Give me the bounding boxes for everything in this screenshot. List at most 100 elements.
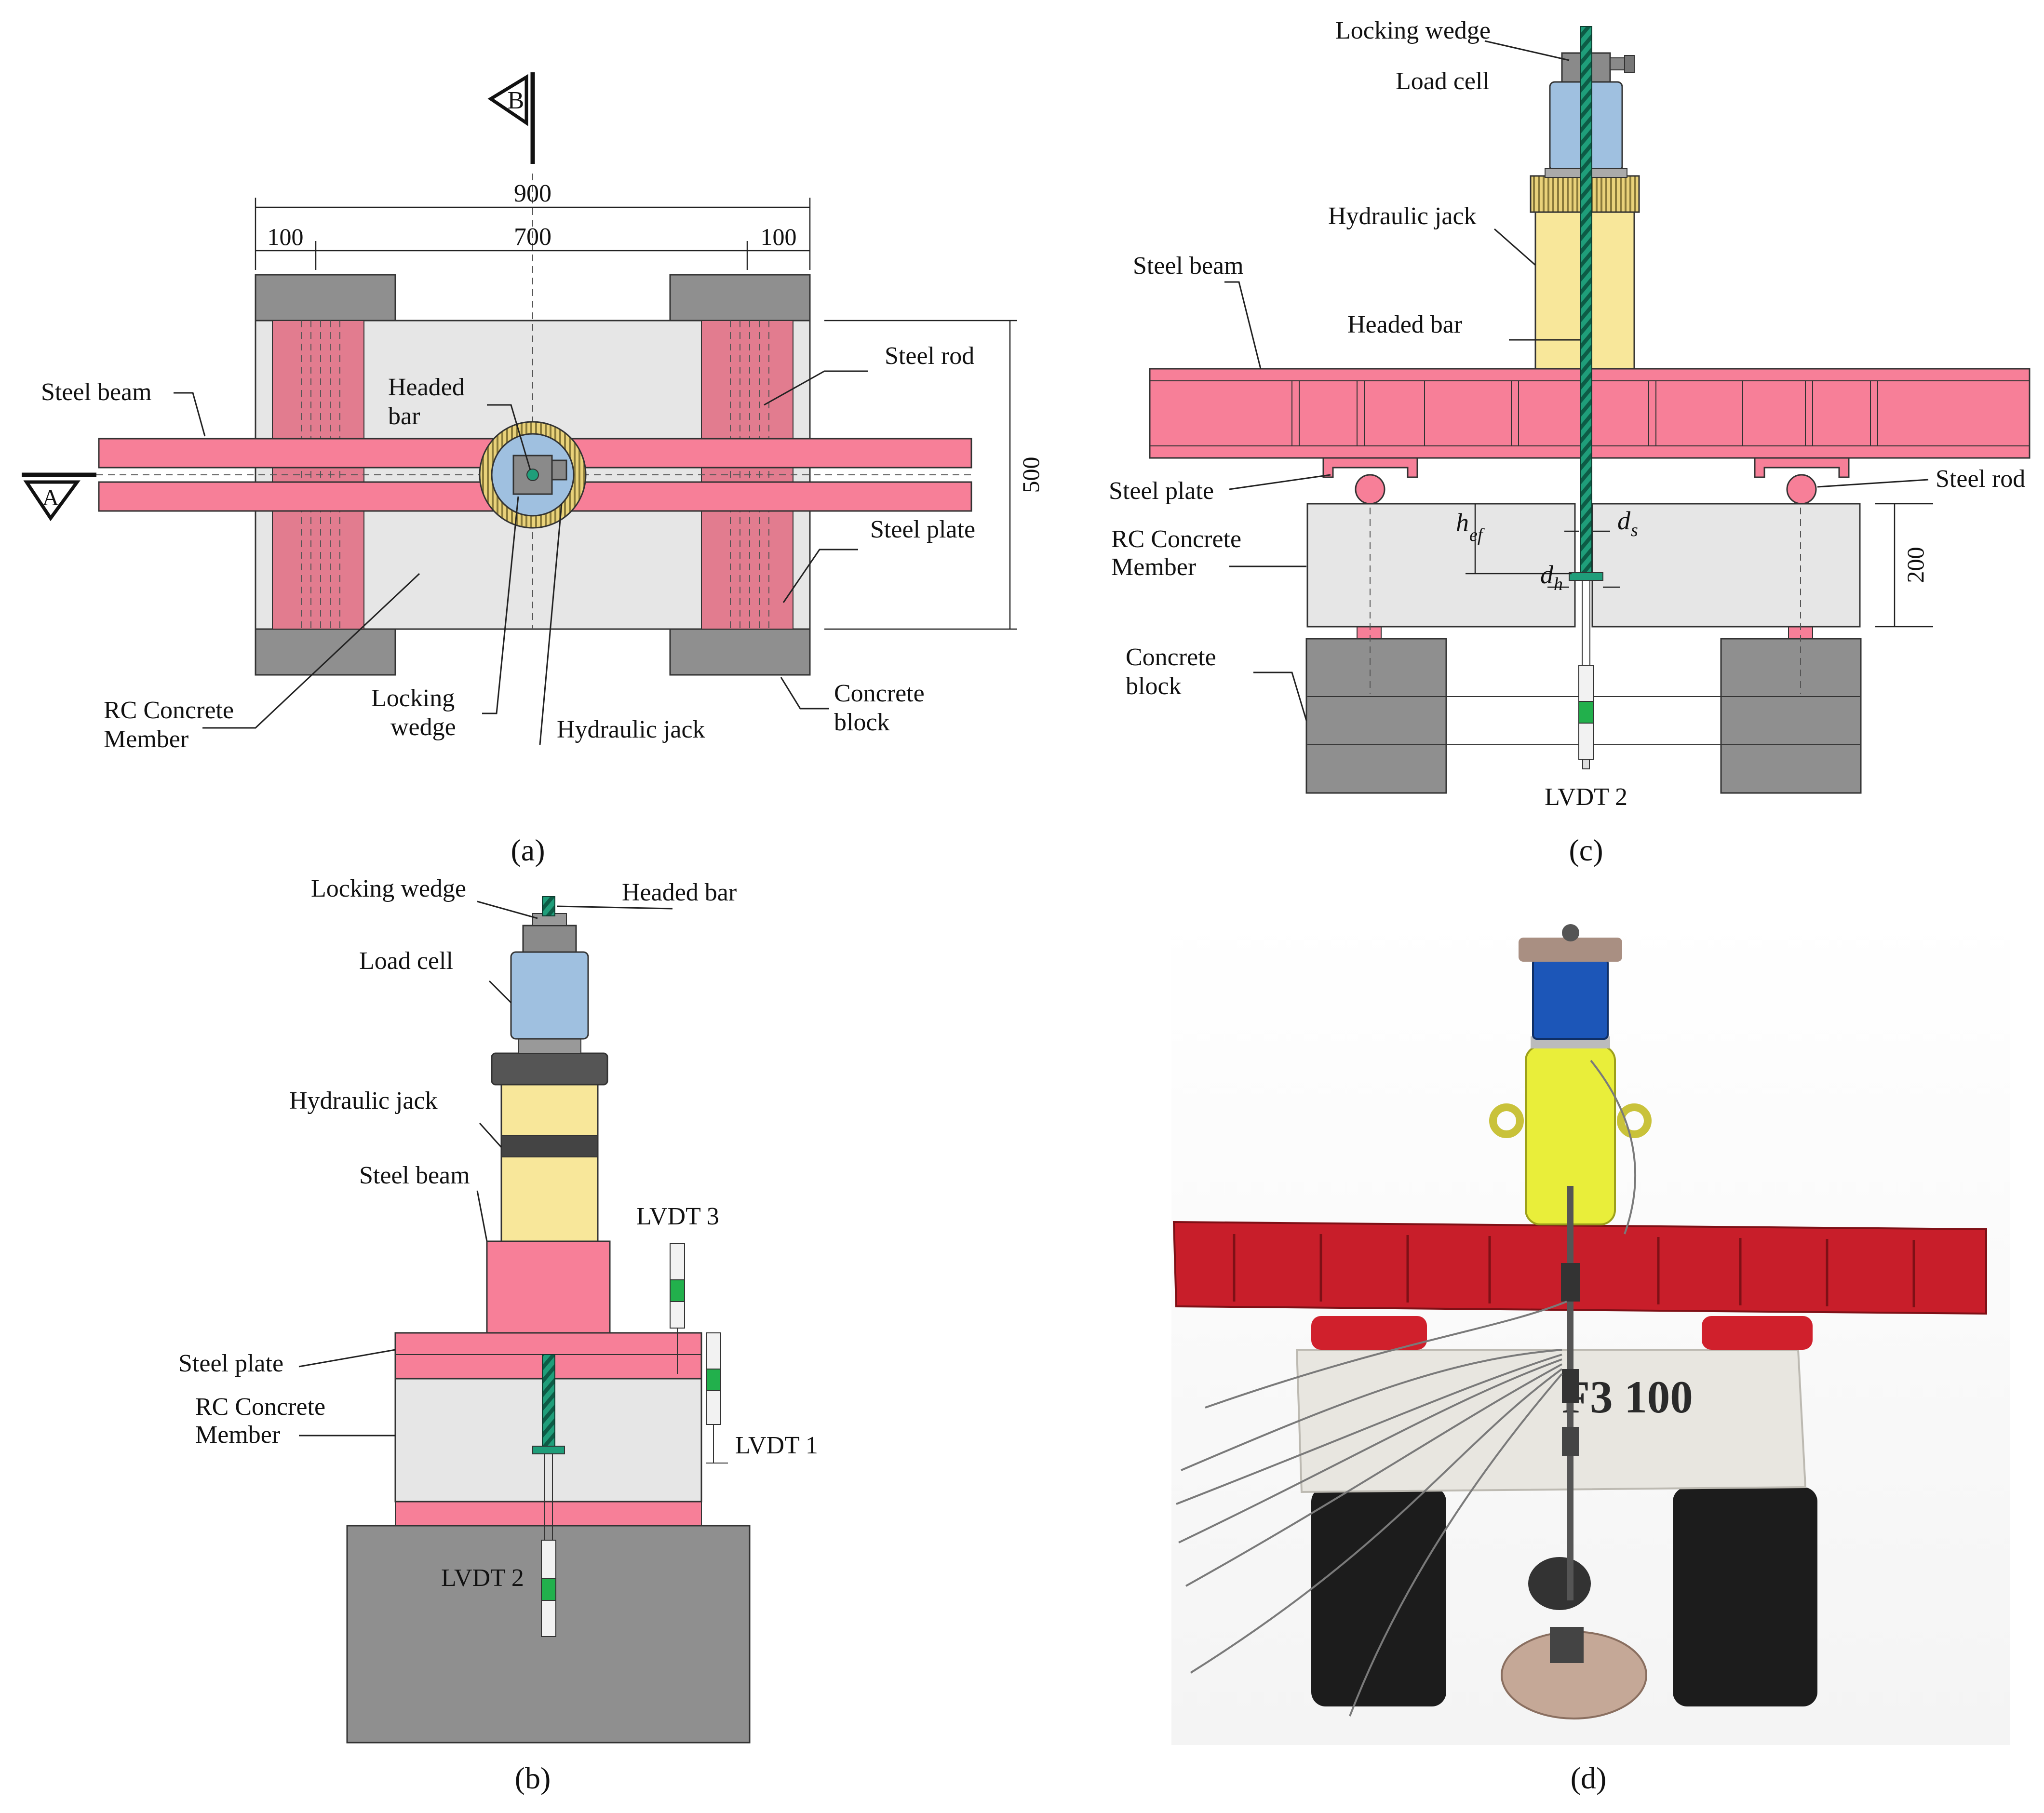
- panel-a-plan-view: B A 900 100 700 100 500 Steel beam Heade…: [22, 72, 1044, 867]
- beam-stiffeners: [1291, 381, 1878, 446]
- concrete-specimen: [1295, 1349, 1807, 1493]
- label-headed-bar-line1: Headed: [388, 374, 465, 401]
- dim-overall: 900: [514, 180, 551, 207]
- jack-collar-b: [491, 1052, 608, 1086]
- concrete-block-right: [1720, 638, 1862, 794]
- concrete-block-top-right: [669, 274, 811, 322]
- ds-subscript: s: [1631, 520, 1638, 540]
- section-b-arrow: [487, 74, 528, 126]
- caption-a: (a): [511, 833, 545, 867]
- top-nut: [1562, 924, 1579, 941]
- top-cap: [1519, 938, 1622, 962]
- label-b-lvdt2: LVDT 2: [441, 1564, 524, 1592]
- specimen-marking: F3 100: [1562, 1371, 1693, 1423]
- dim-height: 500: [1017, 457, 1044, 493]
- caption-c: (c): [1569, 833, 1603, 867]
- dh-subscript: h: [1554, 574, 1563, 594]
- label-c-load-cell: Load cell: [1396, 67, 1490, 95]
- support-leg-right: [1673, 1487, 1817, 1706]
- concrete-block-top-left: [255, 274, 396, 322]
- label-c-lvdt2: LVDT 2: [1545, 783, 1627, 811]
- label-c-steel-plate: Steel plate: [1109, 477, 1214, 505]
- label-c-hydraulic-jack: Hydraulic jack: [1328, 202, 1477, 230]
- label-c-rc-member-line1: RC Concrete: [1111, 525, 1241, 553]
- label-c-steel-rod: Steel rod: [1936, 465, 2025, 493]
- clamp-cone: [1528, 1557, 1591, 1610]
- wedge-screw: [551, 459, 567, 481]
- hef-subscript: ef: [1469, 525, 1485, 545]
- dh-symbol: d: [1540, 560, 1554, 589]
- lvdt2-b: [541, 1540, 556, 1637]
- locking-wedge-b: [522, 925, 577, 953]
- lvdt3-b: [670, 1243, 685, 1374]
- label-locking-wedge-line1: Locking: [371, 685, 455, 712]
- instrument-clamp-1: [1561, 1263, 1580, 1302]
- section-b-letter: B: [508, 87, 524, 114]
- label-steel-beam: Steel beam: [41, 378, 152, 406]
- label-b-headed-bar: Headed bar: [622, 879, 737, 906]
- lvdt1-b: [706, 1332, 728, 1464]
- load-cell-base-b: [518, 1038, 581, 1054]
- headed-bar-c: [1580, 26, 1592, 574]
- label-rc-member-line1: RC Concrete: [104, 697, 234, 724]
- panel-d-photo: F3 100: [1171, 911, 2010, 1795]
- block-pad-left: [1357, 626, 1382, 639]
- concrete-block-bottom-left: [255, 628, 396, 676]
- label-b-hydraulic-jack: Hydraulic jack: [289, 1087, 438, 1115]
- hydraulic-jack-b: [500, 1084, 599, 1242]
- section-a-letter: A: [42, 485, 59, 510]
- label-b-steel-beam: Steel beam: [359, 1162, 470, 1189]
- label-b-locking-wedge: Locking wedge: [311, 875, 466, 902]
- magnetic-stand: [1550, 1627, 1584, 1663]
- support-leg-left: [1311, 1487, 1446, 1706]
- label-c-concrete-block-line2: block: [1126, 672, 1182, 700]
- label-b-lvdt1: LVDT 1: [735, 1432, 818, 1459]
- bearing-pad-left: [1311, 1316, 1427, 1350]
- dim-left: 100: [268, 223, 304, 250]
- panel-b-section-view: Locking wedge Headed bar Load cell Hydra…: [178, 875, 818, 1795]
- label-b-load-cell: Load cell: [359, 947, 453, 975]
- steel-beam-b: [486, 1240, 611, 1334]
- headed-bar-top-b: [542, 896, 555, 916]
- caption-b: (b): [515, 1761, 551, 1795]
- label-steel-plate: Steel plate: [870, 516, 975, 543]
- instrument-cables: [1176, 1060, 1636, 1717]
- bottom-steel-plate: [395, 1501, 702, 1526]
- steel-rod-left: [1355, 474, 1385, 505]
- ds-symbol: d: [1617, 506, 1631, 535]
- headed-bar-b: [542, 1354, 555, 1449]
- label-b-steel-plate: Steel plate: [178, 1350, 283, 1377]
- beam-stiffeners-photo: [1233, 1234, 1915, 1307]
- label-hydraulic-jack: Hydraulic jack: [557, 716, 705, 743]
- label-b-rc-member-line1: RC Concrete: [195, 1393, 325, 1421]
- label-b-rc-member-line2: Member: [195, 1421, 280, 1449]
- rc-member-left-half: [1306, 503, 1576, 628]
- jack-handle-right: [1617, 1103, 1652, 1138]
- instrument-clamp-2: [1562, 1369, 1579, 1403]
- label-c-concrete-block-line1: Concrete: [1126, 644, 1216, 671]
- dim-middle: 700: [514, 223, 551, 251]
- dim-right: 100: [761, 223, 797, 250]
- steel-rod-right: [1786, 474, 1817, 505]
- load-cell-b: [510, 951, 589, 1040]
- rc-member-right-half: [1591, 503, 1861, 628]
- bar-head-b: [532, 1446, 565, 1454]
- jack-band-b: [501, 1135, 598, 1157]
- bar-head-c: [1569, 572, 1603, 581]
- hef-symbol: h: [1456, 508, 1469, 537]
- bearing-pad-right: [1702, 1316, 1813, 1350]
- concrete-block-bottom-right: [669, 628, 811, 676]
- label-c-headed-bar: Headed bar: [1347, 311, 1462, 338]
- headed-bar-plan: [526, 469, 539, 481]
- label-steel-rod: Steel rod: [885, 342, 974, 370]
- lvdt2-c: [1578, 665, 1594, 769]
- label-c-steel-beam: Steel beam: [1133, 252, 1244, 280]
- label-headed-bar-line2: bar: [388, 403, 420, 430]
- label-rc-member-line2: Member: [104, 725, 188, 753]
- caption-d: (d): [1571, 1761, 1607, 1795]
- label-c-rc-member-line2: Member: [1111, 553, 1196, 581]
- steel-plate-right-c: [1754, 457, 1850, 478]
- wedge-screw-head-c: [1624, 55, 1635, 73]
- jack-handle-left: [1489, 1103, 1524, 1138]
